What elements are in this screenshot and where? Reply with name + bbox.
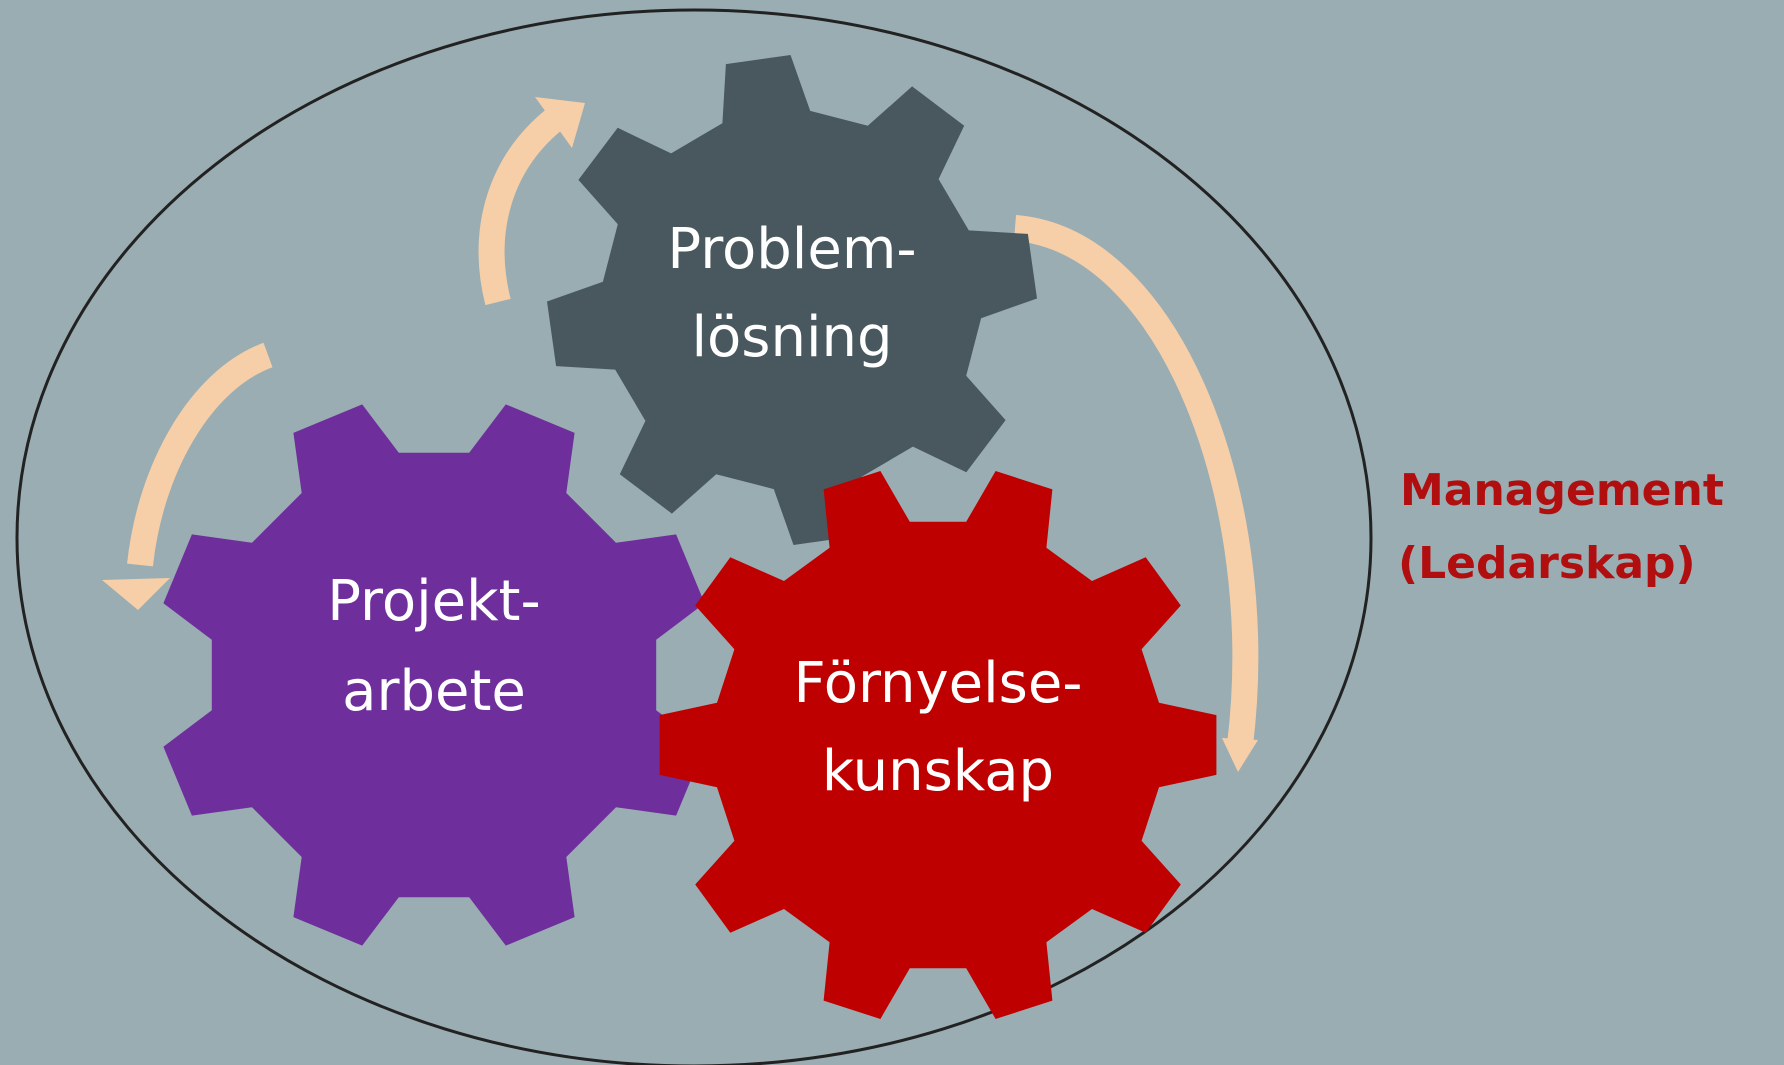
gear-project-label-line2: arbete (342, 659, 526, 724)
gear-project-icon (163, 404, 705, 946)
gear-renewal-shape (659, 471, 1217, 1019)
arrow-left-icon (127, 342, 273, 567)
gear-renewal-label-line1: Förnyelse- (794, 651, 1083, 716)
gear-renewal-label-line2: kunskap (822, 739, 1054, 804)
gear-problem-shape (547, 55, 1037, 545)
arrow-up-icon (478, 104, 569, 306)
gear-problem-icon (547, 55, 1037, 545)
management-label-line2: (Ledarskap) (1398, 538, 1696, 589)
management-label-line1: Management (1400, 465, 1724, 516)
arrow-right-head-icon (1222, 738, 1258, 772)
gear-renewal-icon (659, 471, 1217, 1019)
arrow-left-head-icon (102, 578, 170, 610)
gear-problem-label-line1: Problem- (667, 217, 916, 282)
arrow-right-icon (1013, 215, 1259, 747)
gear-problem-label-line2: lösning (691, 305, 892, 370)
gear-project-label-line1: Projekt- (327, 569, 540, 634)
gear-project-shape (163, 404, 705, 946)
arrow-up-head-icon (535, 97, 585, 148)
outer-ellipse (15, 8, 1373, 1065)
